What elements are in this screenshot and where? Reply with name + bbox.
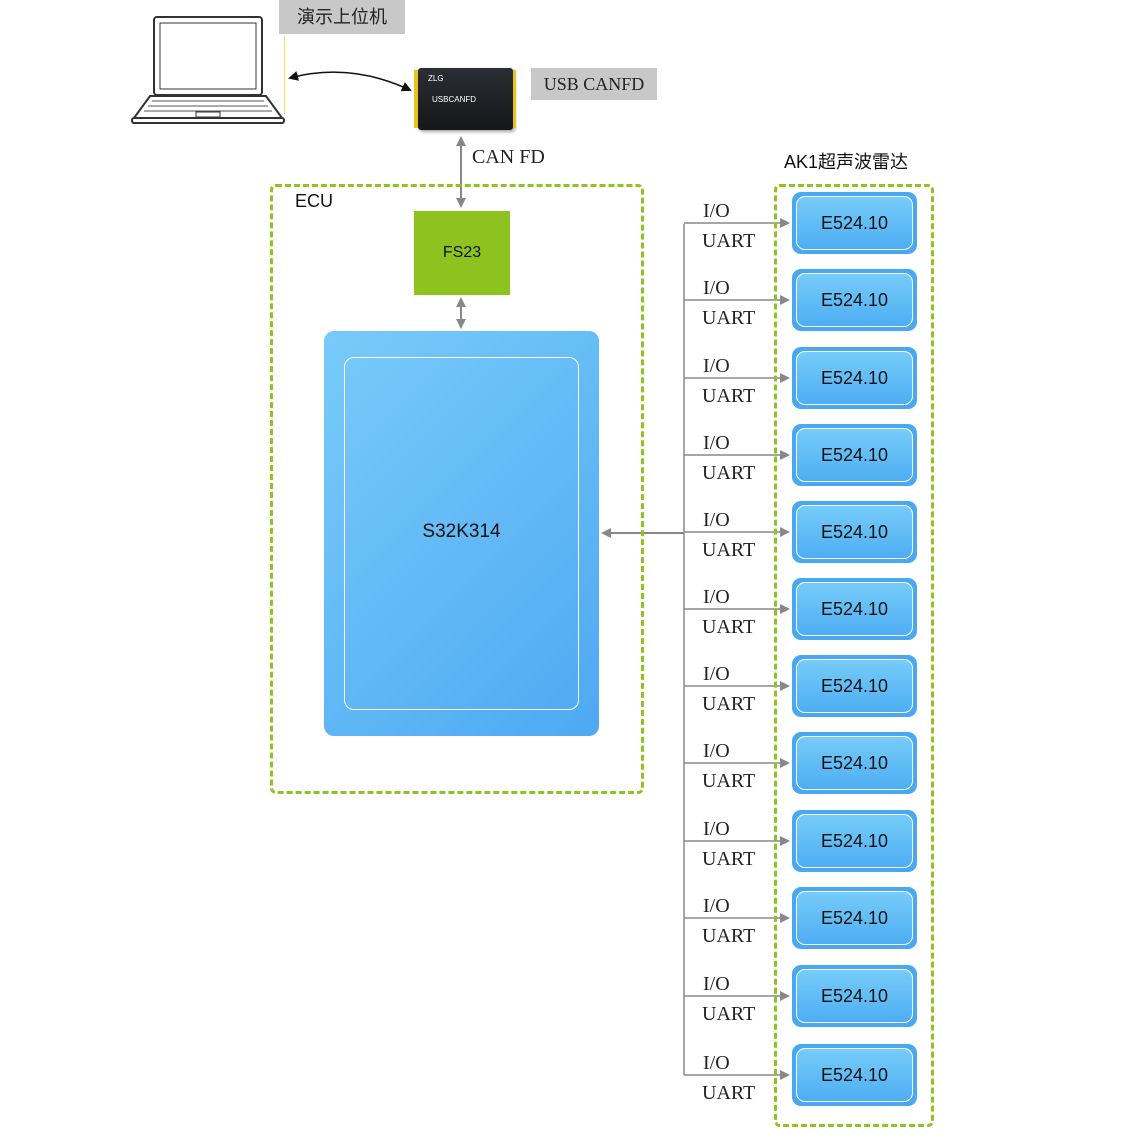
sensor-e524-7: E524.10: [792, 655, 917, 717]
sensor-e524-1: E524.10: [792, 192, 917, 254]
sensor-label: E524.10: [796, 659, 913, 713]
sensor-e524-4: E524.10: [792, 424, 917, 486]
uart-label: UART: [702, 616, 756, 638]
io-label: I/O: [703, 818, 730, 840]
ecu-title: ECU: [295, 191, 334, 211]
sensor-label: E524.10: [796, 351, 913, 405]
can-fd-label: CAN FD: [472, 146, 545, 168]
usbcanfd-device: ZLG USBCANFD: [414, 68, 516, 130]
s32k314-mcu: S32K314: [324, 331, 599, 736]
uart-label: UART: [702, 1082, 756, 1104]
host-usb-link: [288, 71, 412, 92]
fs23-label: FS23: [442, 244, 482, 261]
radar-group: [774, 184, 934, 1127]
sensor-label: E524.10: [796, 814, 913, 868]
device-right-edge: [513, 70, 516, 128]
sensor-label: E524.10: [796, 582, 913, 636]
uart-label: UART: [702, 385, 756, 407]
device-model: USBCANFD: [432, 95, 477, 104]
sensor-label: E524.10: [796, 428, 913, 482]
uart-label: UART: [702, 1003, 756, 1025]
io-label: I/O: [703, 895, 730, 917]
io-label: I/O: [703, 200, 730, 222]
sensor-label: E524.10: [796, 736, 913, 790]
io-label: I/O: [703, 432, 730, 454]
ecu-group: [270, 184, 644, 794]
radar-group-title: AK1超声波雷达: [784, 152, 909, 172]
uart-label: UART: [702, 462, 756, 484]
sensor-e524-2: E524.10: [792, 269, 917, 331]
sensor-e524-5: E524.10: [792, 501, 917, 563]
uart-label: UART: [702, 230, 756, 252]
io-label: I/O: [703, 973, 730, 995]
sensor-label: E524.10: [796, 969, 913, 1023]
sensor-label: E524.10: [796, 273, 913, 327]
sensor-e524-6: E524.10: [792, 578, 917, 640]
uart-label: UART: [702, 693, 756, 715]
sensor-e524-9: E524.10: [792, 810, 917, 872]
io-label: I/O: [703, 509, 730, 531]
io-label: I/O: [703, 1052, 730, 1074]
uart-label: UART: [702, 307, 756, 329]
sensor-e524-3: E524.10: [792, 347, 917, 409]
sensor-label: E524.10: [796, 196, 913, 250]
sensor-label: E524.10: [796, 891, 913, 945]
sensor-e524-11: E524.10: [792, 965, 917, 1027]
fs23-chip: FS23: [414, 211, 510, 295]
mcu-inner-frame: [344, 357, 579, 710]
device-left-edge: [414, 70, 418, 128]
sensor-label: E524.10: [796, 1048, 913, 1102]
uart-label: UART: [702, 770, 756, 792]
uart-label: UART: [702, 925, 756, 947]
host-marker-line: [284, 36, 285, 114]
sensor-e524-12: E524.10: [792, 1044, 917, 1106]
io-label: I/O: [703, 586, 730, 608]
host-label: 演示上位机: [279, 0, 405, 34]
laptop-icon: [131, 16, 285, 124]
uart-label: UART: [702, 539, 756, 561]
io-label: I/O: [703, 277, 730, 299]
io-label: I/O: [703, 663, 730, 685]
io-label: I/O: [703, 355, 730, 377]
sensor-e524-10: E524.10: [792, 887, 917, 949]
usb-canfd-label: USB CANFD: [531, 68, 657, 100]
device-brand: ZLG: [428, 74, 444, 83]
io-label: I/O: [703, 740, 730, 762]
mcu-label: S32K314: [422, 521, 501, 542]
uart-label: UART: [702, 848, 756, 870]
sensor-e524-8: E524.10: [792, 732, 917, 794]
sensor-label: E524.10: [796, 505, 913, 559]
